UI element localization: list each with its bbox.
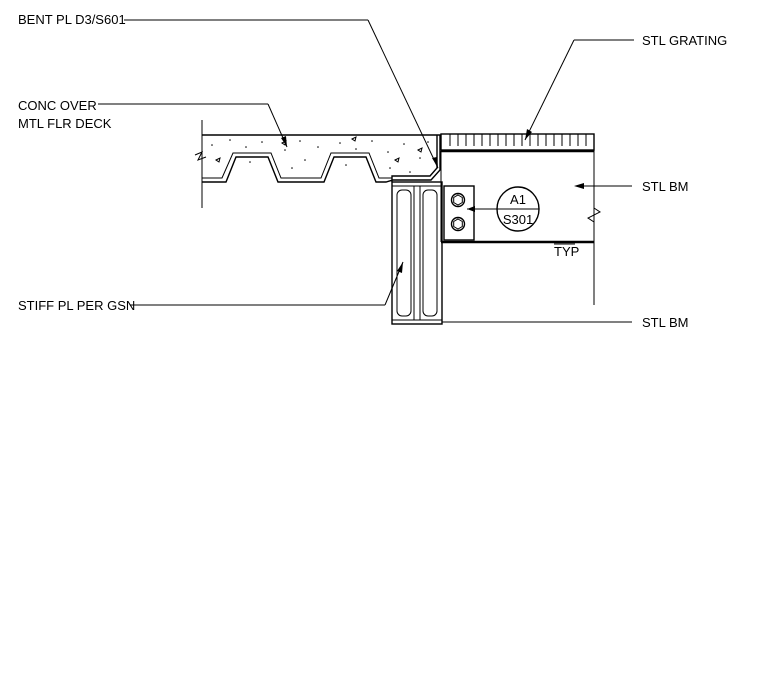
bolt-top bbox=[450, 192, 466, 208]
label-grating: STL GRATING bbox=[642, 33, 727, 48]
section-sheet-number: S301 bbox=[503, 212, 533, 227]
leader-concrete bbox=[98, 103, 288, 148]
leader-beam-upper bbox=[574, 183, 632, 189]
leader-bent-plate bbox=[124, 19, 439, 169]
upper-steel-beam bbox=[440, 134, 601, 305]
label-beam-upper: STL BM bbox=[642, 179, 688, 194]
bolt-bottom bbox=[450, 216, 466, 232]
label-bent-plate: BENT PL D3/S601 bbox=[18, 12, 126, 27]
label-concrete-line1: CONC OVER bbox=[18, 98, 97, 113]
steel-grating bbox=[440, 133, 595, 151]
label-concrete-line2: MTL FLR DECK bbox=[18, 116, 112, 131]
label-typ: TYP bbox=[554, 244, 579, 259]
section-marker: A1 S301 bbox=[467, 186, 540, 232]
label-stiffener: STIFF PL PER GSN bbox=[18, 298, 135, 313]
label-beam-lower: STL BM bbox=[642, 315, 688, 330]
leader-stiffener bbox=[130, 261, 404, 306]
concrete-slab bbox=[194, 120, 441, 208]
concrete-stipple bbox=[211, 136, 429, 173]
section-detail-number: A1 bbox=[510, 192, 526, 207]
leader-grating bbox=[524, 39, 634, 141]
lower-steel-beam bbox=[391, 181, 443, 325]
